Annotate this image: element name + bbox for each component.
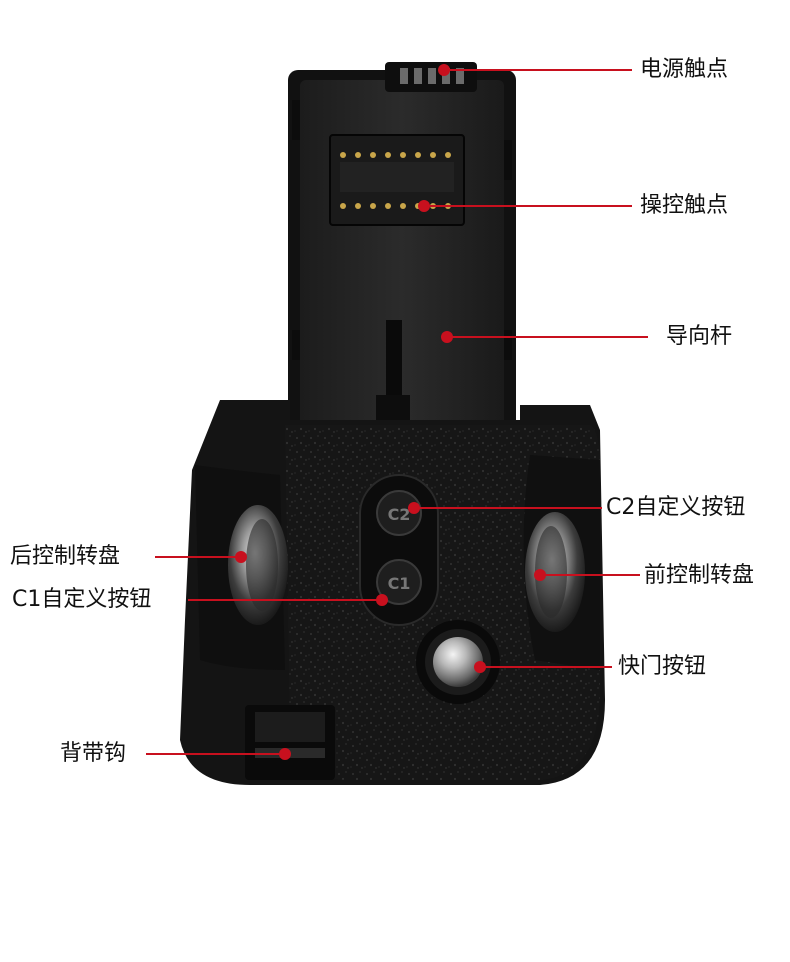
c2-engraving: C2 bbox=[388, 505, 411, 524]
label-shutter-button: 快门按钮 bbox=[618, 654, 707, 679]
callout-dot-strap bbox=[279, 748, 291, 760]
callout-dot-control bbox=[418, 200, 430, 212]
callout-dot-power bbox=[438, 64, 450, 76]
label-control-contact: 操控触点 bbox=[640, 193, 729, 218]
label-guide-rod: 导向杆 bbox=[666, 324, 733, 349]
label-strap-hook: 背带钩 bbox=[60, 741, 127, 766]
callout-dot-c2 bbox=[408, 502, 420, 514]
power-contact bbox=[385, 62, 477, 92]
callout-dot-rear-dial bbox=[235, 551, 247, 563]
label-front-dial: 前控制转盘 bbox=[644, 563, 755, 588]
c1-custom-button[interactable]: C1 bbox=[376, 559, 422, 605]
front-control-dial[interactable] bbox=[525, 512, 585, 632]
label-c2-button: C2自定义按钮 bbox=[606, 495, 746, 520]
callout-dot-front-dial bbox=[534, 569, 546, 581]
label-power-contact: 电源触点 bbox=[640, 57, 729, 82]
control-contact bbox=[329, 134, 465, 226]
callout-dot-shutter bbox=[474, 661, 486, 673]
c1-engraving: C1 bbox=[388, 574, 411, 593]
callouts bbox=[146, 64, 648, 760]
label-c1-button: C1自定义按钮 bbox=[12, 587, 152, 612]
callout-dot-guide bbox=[441, 331, 453, 343]
callout-dot-c1 bbox=[376, 594, 388, 606]
label-rear-dial: 后控制转盘 bbox=[10, 544, 121, 569]
rear-control-dial[interactable] bbox=[228, 505, 288, 625]
strap-hook bbox=[245, 705, 335, 780]
c2-custom-button[interactable]: C2 bbox=[376, 490, 422, 536]
shutter-button[interactable] bbox=[416, 620, 500, 704]
